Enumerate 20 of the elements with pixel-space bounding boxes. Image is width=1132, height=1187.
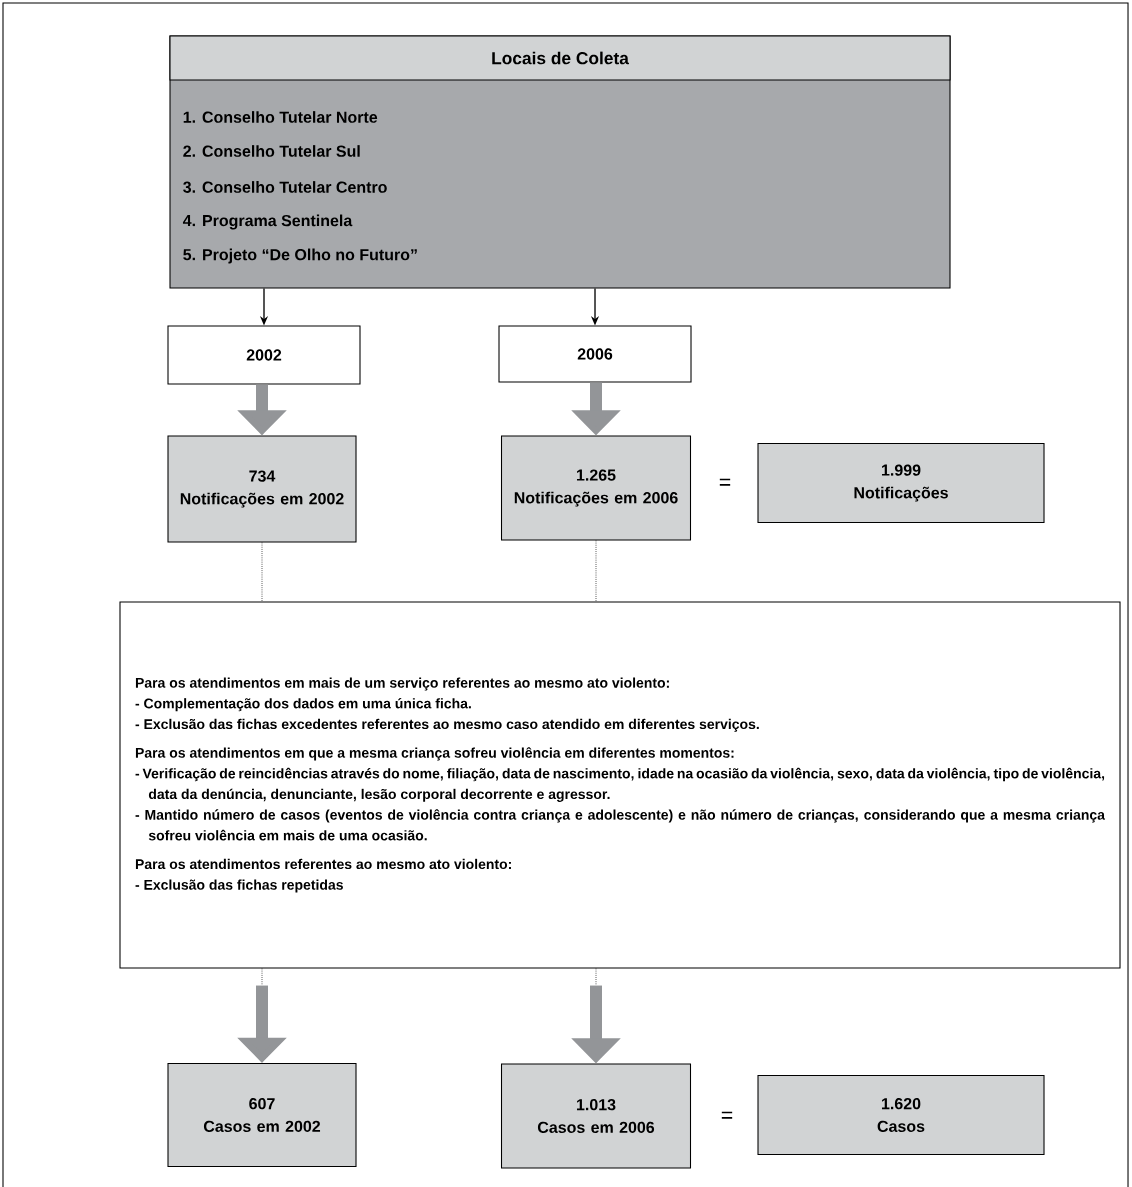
- count-box: 1.999 Notificações: [757, 442, 1045, 524]
- list-item: 4. Programa Sentinela: [182, 214, 353, 230]
- list-box: [169, 35, 951, 289]
- equals-sign: =: [721, 1111, 733, 1119]
- list-item: 5. Projeto “De Olho no Futuro”: [183, 248, 417, 264]
- year-box: 2006: [498, 325, 692, 383]
- count-box: 1.620 Casos: [757, 1074, 1045, 1156]
- list-item: 2. Conselho Tutelar Sul: [183, 145, 360, 157]
- dotted-line: [261, 542, 263, 602]
- note-box: Para os atendimentos em mais de um serviço referentes ao mesmo ato violento: - Complementação dos dados em uma única ficha. - Exclusão das fichas excedentes referentes ao mesmo caso atendido em diferentes serviços. Para os atendimentos em que a mesma criança sofreu violência em diferentes momentos: - Verificação de reincidências através do nome, filiação, data de nascimento, idade na ocasião da violência, sexo, data da violência, tipo de violência, data da denúncia, denunciante, lesão corporal decorrente e agressor. - Mantido número de casos (eventos de violência contra criança e adolescente) e não número de crianças, considerando que a mesma criança sofreu violência em mais de uma ocasião. Para os atendimentos referentes ao mesmo ato violento: - Exclusão das fichas repetidas: [119, 601, 1121, 969]
- equals-sign: =: [719, 478, 731, 486]
- count-box: 734 Notificações em 2002: [167, 435, 357, 543]
- count-box: 1.013 Casos em 2006: [500, 1063, 692, 1169]
- list-item: 3. Conselho Tutelar Centro: [183, 181, 387, 193]
- count-box: 607 Casos em 2002: [167, 1062, 357, 1168]
- dotted-line: [595, 540, 597, 602]
- header-text: Locais de Coleta: [492, 51, 629, 65]
- list-item: 1. Conselho Tutelar Norte: [183, 111, 378, 123]
- year-box: 2002: [167, 325, 361, 385]
- count-box: 1.265 Notificações em 2006: [500, 435, 692, 541]
